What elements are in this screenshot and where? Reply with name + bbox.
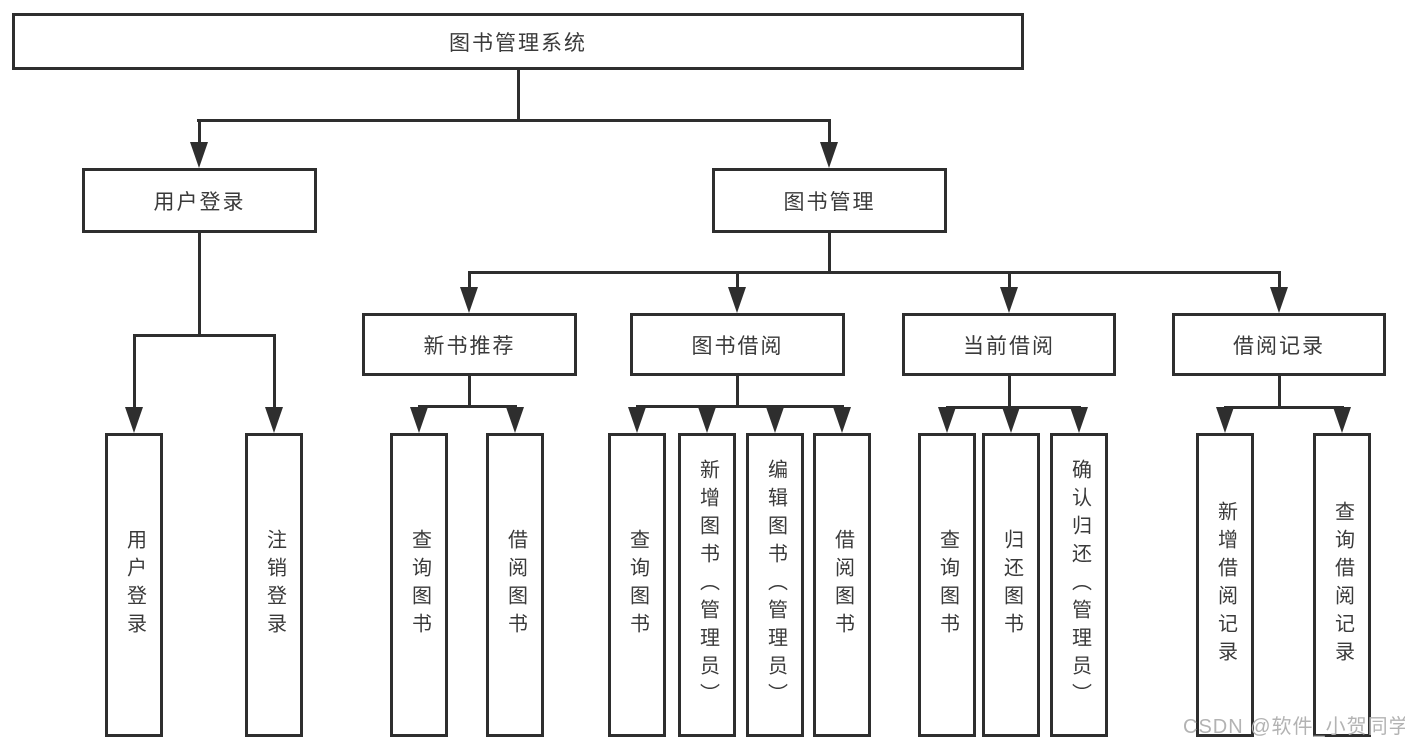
connector-current-borrow-trunk xyxy=(1008,376,1011,409)
node-library-system: 图书管理系统 xyxy=(12,13,1024,70)
leaf-borrow-books-recommend-label: 借阅图书 xyxy=(504,529,527,641)
leaf-query-books-borrow: 查询图书 xyxy=(608,433,666,737)
connector-book-borrow-branch xyxy=(636,405,844,408)
node-borrow-records-label: 借阅记录 xyxy=(1233,334,1325,358)
connector-stub-book-mgmt xyxy=(828,119,831,147)
arrowhead-down-icon xyxy=(833,407,851,433)
leaf-query-borrow-record: 查询借阅记录 xyxy=(1313,433,1371,737)
leaf-add-book-admin-label: 新增图书（管理员） xyxy=(696,459,719,711)
leaf-query-books-current: 查询图书 xyxy=(918,433,976,737)
leaf-logout: 注销登录 xyxy=(245,433,303,737)
connector-user-login-branch xyxy=(133,334,276,337)
leaf-add-borrow-record-label: 新增借阅记录 xyxy=(1214,501,1237,669)
connector-new-books-trunk xyxy=(468,376,471,408)
arrowhead-down-icon xyxy=(265,407,283,433)
arrowhead-down-icon xyxy=(1000,287,1018,313)
node-book-management-label: 图书管理 xyxy=(783,190,876,214)
arrowhead-down-icon xyxy=(125,407,143,433)
connector-stub-current-borrow xyxy=(1008,271,1011,289)
arrowhead-down-icon xyxy=(1002,407,1020,433)
leaf-query-books-borrow-label: 查询图书 xyxy=(626,529,649,641)
node-current-borrow-label: 当前借阅 xyxy=(963,334,1055,358)
leaf-borrow-books-label: 借阅图书 xyxy=(831,529,854,641)
connector-stub-user-login xyxy=(198,119,201,147)
node-library-system-label: 图书管理系统 xyxy=(449,31,587,55)
node-current-borrow: 当前借阅 xyxy=(902,313,1116,376)
connector-book-borrow-trunk xyxy=(736,376,739,408)
arrowhead-down-icon xyxy=(460,287,478,313)
arrowhead-down-icon xyxy=(728,287,746,313)
connector-user-login-trunk xyxy=(198,233,201,336)
arrowhead-down-icon xyxy=(410,407,428,433)
connector-stub-borrow-records xyxy=(1278,271,1281,289)
arrowhead-down-icon xyxy=(506,407,524,433)
node-new-book-recommend-label: 新书推荐 xyxy=(423,334,516,358)
connector-root-trunk xyxy=(517,69,520,121)
leaf-logout-label: 注销登录 xyxy=(263,529,286,641)
arrowhead-down-icon xyxy=(1216,407,1234,433)
leaf-borrow-books: 借阅图书 xyxy=(813,433,871,737)
arrowhead-down-icon xyxy=(628,407,646,433)
leaf-user-login: 用户登录 xyxy=(105,433,163,737)
connector-borrow-records-branch xyxy=(1224,406,1344,409)
arrowhead-down-icon xyxy=(766,407,784,433)
leaf-confirm-return-admin-label: 确认归还（管理员） xyxy=(1068,459,1091,711)
leaf-edit-book-admin-label: 编辑图书（管理员） xyxy=(764,459,787,711)
leaf-query-borrow-record-label: 查询借阅记录 xyxy=(1331,501,1354,669)
leaf-query-books-recommend-label: 查询图书 xyxy=(408,529,431,641)
leaf-edit-book-admin: 编辑图书（管理员） xyxy=(746,433,804,737)
leaf-user-login-label: 用户登录 xyxy=(123,529,146,641)
leaf-query-books-current-label: 查询图书 xyxy=(936,529,959,641)
connector-stub-leaf-logout xyxy=(273,334,276,410)
csdn-watermark: CSDN @软件_小贺同学 xyxy=(1183,716,1405,738)
connector-stub-book-borrow xyxy=(736,271,739,289)
node-book-borrow: 图书借阅 xyxy=(630,313,845,376)
arrowhead-down-icon xyxy=(1270,287,1288,313)
node-book-borrow-label: 图书借阅 xyxy=(691,334,784,358)
connector-stub-new-books xyxy=(468,271,471,289)
node-user-login: 用户登录 xyxy=(82,168,317,233)
connector-root-branch xyxy=(197,119,831,122)
connector-book-mgmt-trunk xyxy=(828,233,831,274)
leaf-add-book-admin: 新增图书（管理员） xyxy=(678,433,736,737)
arrowhead-down-icon xyxy=(190,142,208,168)
arrowhead-down-icon xyxy=(820,142,838,168)
arrowhead-down-icon xyxy=(938,407,956,433)
arrowhead-down-icon xyxy=(1333,407,1351,433)
node-book-management: 图书管理 xyxy=(712,168,947,233)
node-user-login-label: 用户登录 xyxy=(153,190,246,214)
leaf-query-books-recommend: 查询图书 xyxy=(390,433,448,737)
connector-new-books-branch xyxy=(418,405,517,408)
node-borrow-records: 借阅记录 xyxy=(1172,313,1386,376)
arrowhead-down-icon xyxy=(1070,407,1088,433)
leaf-add-borrow-record: 新增借阅记录 xyxy=(1196,433,1254,737)
connector-borrow-records-trunk xyxy=(1278,376,1281,409)
leaf-borrow-books-recommend: 借阅图书 xyxy=(486,433,544,737)
connector-stub-leaf-user-login xyxy=(133,334,136,410)
connector-book-mgmt-branch xyxy=(469,271,1281,274)
leaf-return-books: 归还图书 xyxy=(982,433,1040,737)
leaf-confirm-return-admin: 确认归还（管理员） xyxy=(1050,433,1108,737)
node-new-book-recommend: 新书推荐 xyxy=(362,313,577,376)
leaf-return-books-label: 归还图书 xyxy=(1000,529,1023,641)
arrowhead-down-icon xyxy=(698,407,716,433)
